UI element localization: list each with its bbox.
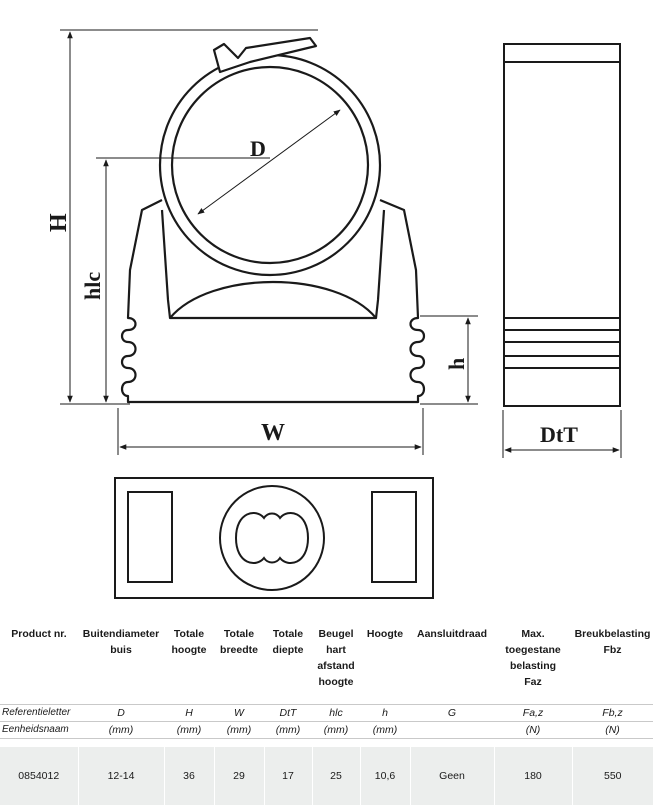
dimension-lines	[60, 29, 622, 458]
dim-label-W: W	[261, 420, 285, 446]
data-cell: 29	[213, 747, 264, 805]
dim-label-hlc: hlc	[80, 272, 105, 300]
data-cell: 180	[493, 747, 572, 805]
unit-cell: (mm)	[164, 721, 214, 739]
table-row: 0854012 12-14 36 29 17 25 10,6 Geen 180 …	[0, 747, 653, 805]
data-cell: Geen	[409, 747, 494, 805]
ref-cell: Fb,z	[572, 704, 653, 722]
dim-label-D: D	[250, 136, 266, 161]
ref-cell: DtT	[264, 704, 312, 722]
data-cell: 25	[311, 747, 360, 805]
unit-cell	[410, 721, 494, 739]
dim-label-H: H	[46, 213, 72, 232]
ref-cell: Referentieletter	[0, 704, 78, 722]
unit-cell: (mm)	[78, 721, 164, 739]
ref-cell: G	[410, 704, 494, 722]
header-cell: Product nr.	[11, 628, 67, 640]
unit-row: Eenheidsnaam (mm) (mm) (mm) (mm) (mm) (m…	[0, 721, 653, 739]
ref-cell: W	[214, 704, 264, 722]
unit-cell: (N)	[494, 721, 572, 739]
unit-cell: (mm)	[214, 721, 264, 739]
header-cell: Aansluitdraad	[416, 628, 487, 640]
unit-cell: (N)	[572, 721, 653, 739]
dim-label-h: h	[444, 358, 469, 370]
unit-cell: Eenheidsnaam	[0, 721, 78, 739]
dim-label-DtT: DtT	[540, 422, 578, 447]
ref-cell: hlc	[312, 704, 360, 722]
reference-row: Referentieletter D H W DtT hlc h G Fa,z …	[0, 704, 653, 722]
data-cell: 36	[163, 747, 214, 805]
clip-bottom-view	[114, 477, 434, 599]
data-cell: 12-14	[77, 747, 164, 805]
technical-drawing: D H hlc h W DtT	[46, 29, 622, 599]
clip-front-view	[120, 36, 426, 404]
clip-side-view	[503, 43, 621, 407]
header-cell: Hoogte	[366, 628, 404, 640]
data-cell: 0854012	[0, 747, 78, 805]
ref-cell: h	[360, 704, 410, 722]
unit-cell: (mm)	[312, 721, 360, 739]
unit-cell: (mm)	[360, 721, 410, 739]
ref-cell: D	[78, 704, 164, 722]
data-cell: 550	[571, 747, 653, 805]
unit-cell: (mm)	[264, 721, 312, 739]
data-cell: 17	[263, 747, 312, 805]
data-cell: 10,6	[359, 747, 410, 805]
ref-cell: H	[164, 704, 214, 722]
ref-cell: Fa,z	[494, 704, 572, 722]
